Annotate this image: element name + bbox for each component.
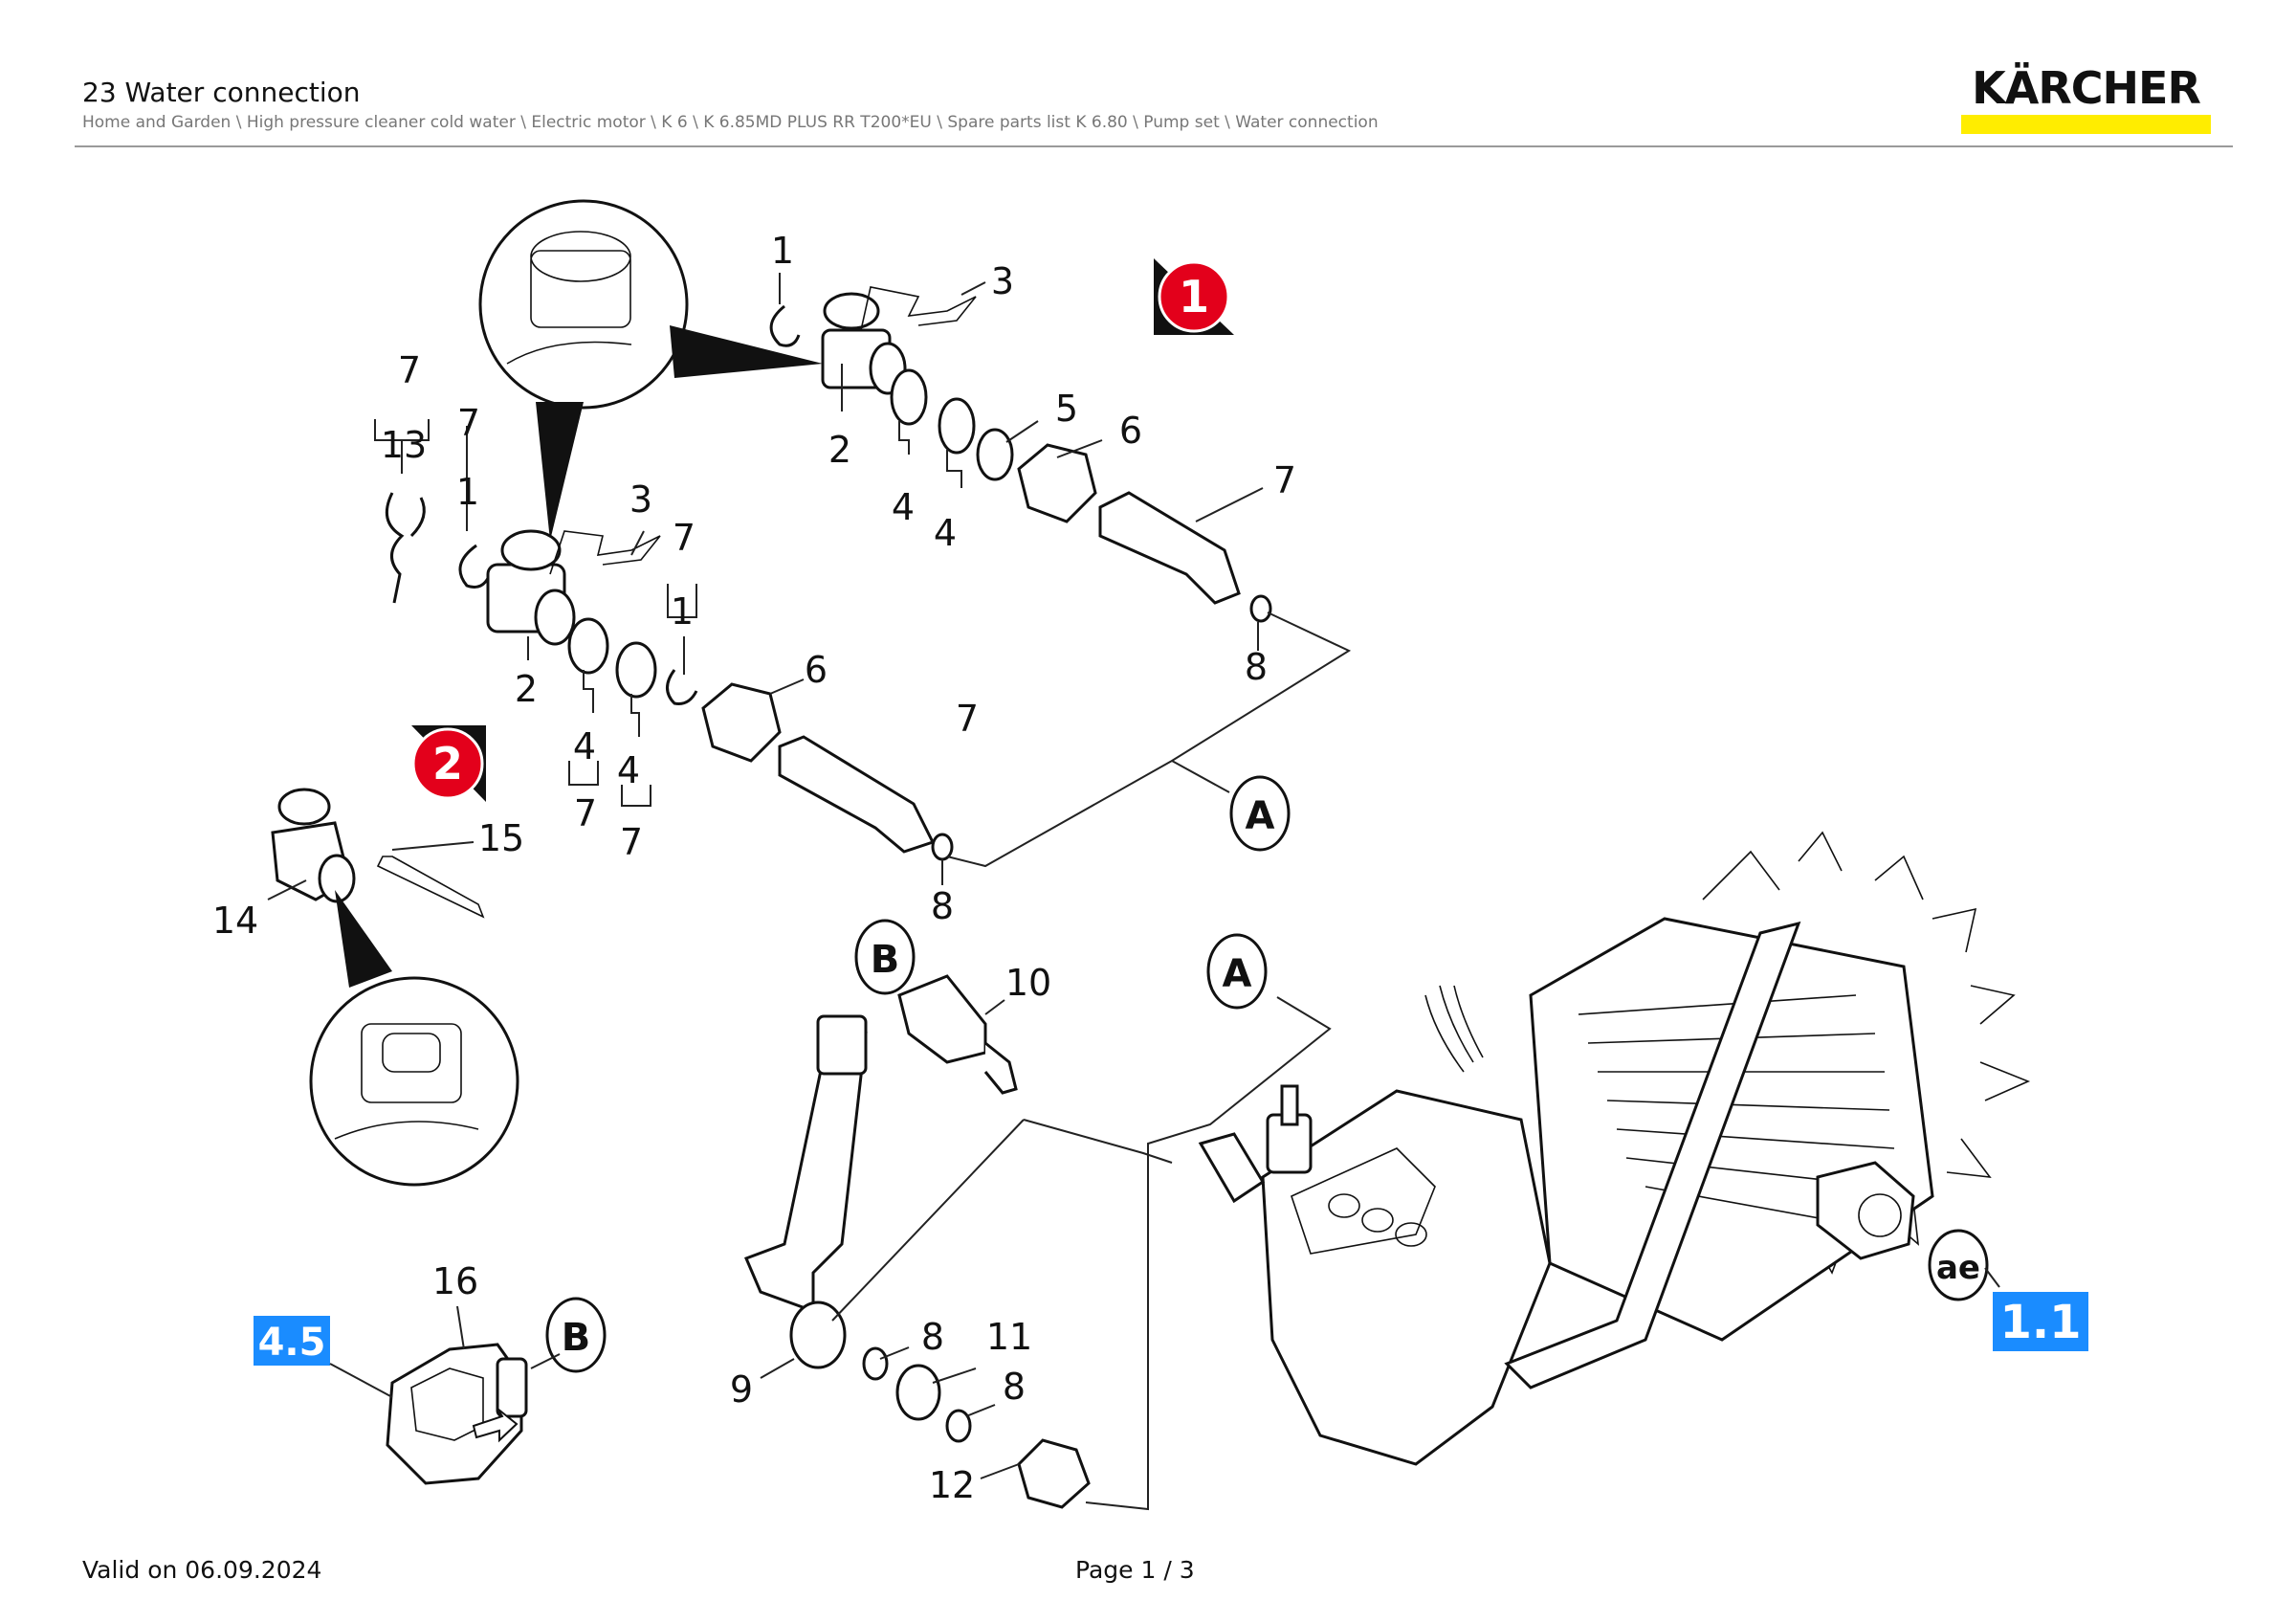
callout-ae-label: ae: [1936, 1249, 1980, 1287]
part-label: 6: [1119, 410, 1142, 452]
part-label: 5: [1055, 388, 1078, 430]
part-number-labels: 1 3 2 4 4 5 6 7 8 7 13 7 1 3 7 1 2 6 4 7…: [212, 230, 1296, 1506]
page-title: 23 Water connection: [82, 77, 361, 108]
motor-body: [1529, 917, 1934, 1342]
part-label: 4: [573, 725, 596, 767]
detail-fitting: [530, 250, 631, 328]
bypass-pipe: [1504, 921, 1801, 1390]
assembly-variant-1: [478, 199, 1272, 623]
logo-yellow-bar: [1961, 115, 2211, 134]
assembly-lower: [744, 974, 1332, 1511]
pump-body: [1261, 1089, 1552, 1466]
leader-a-top: [946, 611, 1352, 868]
wire-clip-13[interactable]: [385, 492, 426, 604]
part-label: 13: [381, 424, 427, 466]
valid-date: Valid on 06.09.2024: [82, 1556, 322, 1584]
part-label: 11: [986, 1316, 1032, 1358]
connector-top[interactable]: [1098, 491, 1241, 605]
detail-pointer-top-b: [536, 402, 584, 541]
variant-marker-1-label: 1: [1179, 271, 1209, 322]
connector-mid[interactable]: [778, 735, 936, 854]
part-label: 7: [398, 349, 421, 391]
oring-mid-a[interactable]: [567, 617, 609, 675]
reference-tag-4-5-label: 4.5: [258, 1321, 326, 1365]
part-label: 8: [931, 885, 954, 927]
wire-mid[interactable]: [549, 530, 661, 575]
part-label: 8: [1003, 1366, 1026, 1408]
callout-b-top-label: B: [871, 938, 900, 982]
oring-lower-b[interactable]: [945, 1409, 972, 1443]
part-label: 1: [456, 471, 479, 513]
fitting-11[interactable]: [895, 1364, 941, 1421]
reference-tag-1-1-label: 1.1: [1999, 1296, 2081, 1349]
clip-mid-b[interactable]: [666, 669, 698, 705]
part-label: 4: [934, 512, 957, 554]
callout-b-top: [854, 919, 916, 995]
part-label: 2: [515, 668, 538, 710]
tube-10[interactable]: [897, 974, 987, 1064]
part-label: 8: [921, 1316, 944, 1358]
clip-top[interactable]: [769, 304, 801, 347]
part-label: 2: [828, 429, 851, 471]
clip-15[interactable]: [376, 856, 485, 919]
part-label: 10: [1005, 962, 1051, 1004]
part-label: 1: [671, 590, 694, 633]
header-divider: [75, 145, 2233, 147]
callout-a-bottom: [1206, 933, 1268, 1010]
part-label: 7: [673, 517, 695, 559]
variant-marker-2: 2: [411, 725, 486, 802]
callout-a-top-label: A: [1246, 794, 1275, 838]
assembly-variant-2: [271, 788, 519, 1187]
nut-mid[interactable]: [701, 682, 782, 763]
reference-tag-4-5[interactable]: [254, 1316, 330, 1366]
callout-b-bottom: [545, 1297, 607, 1373]
part-label: 7: [457, 402, 480, 444]
detail-pointer-top-a: [670, 325, 823, 378]
part-label: 3: [629, 478, 652, 521]
callout-ae: [1928, 1229, 1989, 1301]
detail-circle-v2: [309, 976, 519, 1187]
part-label: 7: [574, 792, 597, 834]
part-label: 7: [1273, 459, 1296, 501]
oring-small-mid[interactable]: [931, 833, 954, 861]
part-label: 15: [478, 817, 524, 859]
breadcrumb[interactable]: Home and Garden \ High pressure cleaner …: [82, 113, 1379, 132]
oring-small-top[interactable]: [1249, 594, 1272, 623]
nut-top[interactable]: [1017, 443, 1097, 523]
karcher-logo: KÄRCHER: [1959, 61, 2213, 138]
nut-12[interactable]: [1017, 1438, 1091, 1509]
ring-top[interactable]: [976, 428, 1014, 481]
part-label: 1: [771, 230, 794, 272]
variant-marker-2-label: 2: [432, 738, 463, 789]
part-label: 4: [892, 486, 915, 528]
logo-wordmark: KÄRCHER: [1972, 62, 2201, 114]
wire-top[interactable]: [860, 286, 977, 331]
pump-motor-unit: [1198, 831, 2031, 1466]
part-label: 12: [929, 1464, 975, 1506]
part-label: 7: [620, 821, 643, 863]
variant-marker-1: 1: [1154, 258, 1234, 335]
assembly-variant-1-middle: [385, 492, 954, 861]
page-indicator: Page 1 / 3: [1075, 1556, 1195, 1584]
callout-a-top: [1229, 775, 1291, 852]
part-label: 7: [956, 698, 979, 740]
pressure-knob-16[interactable]: [386, 1343, 528, 1485]
part-label: 14: [212, 900, 258, 942]
part-label: 4: [617, 749, 640, 791]
detail-pointer-v2: [335, 890, 392, 988]
part-label: 16: [432, 1260, 478, 1302]
callout-a-bottom-label: A: [1223, 952, 1252, 996]
part-label: 6: [805, 649, 828, 691]
clip-mid-a[interactable]: [458, 544, 492, 589]
part-label: 8: [1245, 646, 1268, 688]
callout-b-bottom-label: B: [562, 1316, 591, 1360]
reference-tag-1-1[interactable]: [1993, 1292, 2088, 1351]
part-label: 3: [991, 260, 1014, 302]
oring-top-b[interactable]: [938, 397, 976, 455]
oring-top-a[interactable]: [890, 368, 928, 426]
part-label: 9: [730, 1368, 753, 1411]
oring-mid-b[interactable]: [615, 641, 657, 699]
oring-lower-a[interactable]: [862, 1346, 889, 1381]
